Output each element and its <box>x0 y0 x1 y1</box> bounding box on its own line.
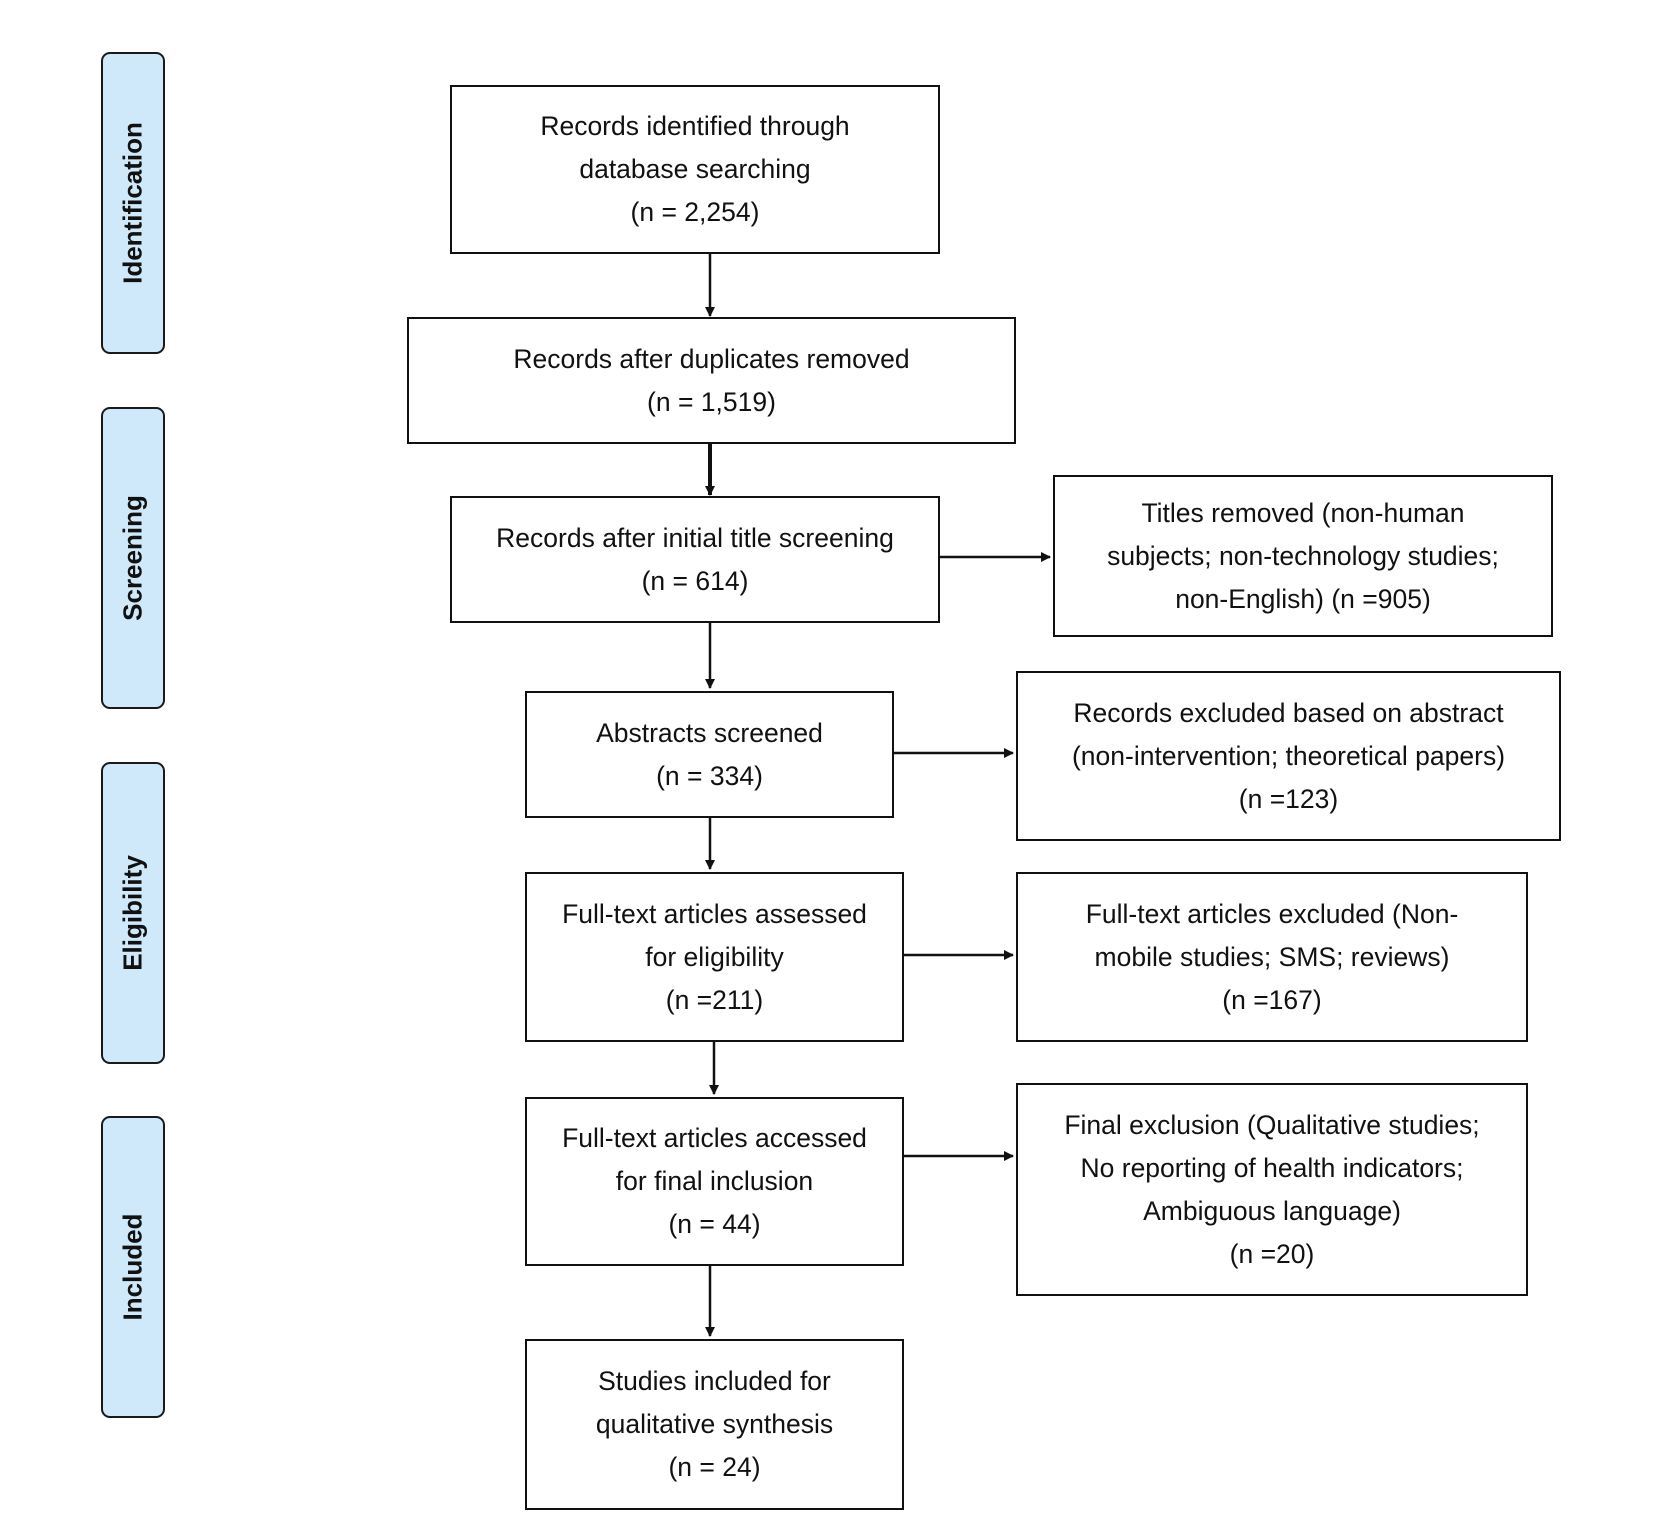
stage-included: Included <box>101 1116 165 1418</box>
studies-included-line-2: qualitative synthesis <box>595 1409 834 1439</box>
records-identified-line-2: database searching <box>579 154 811 184</box>
stage-eligibility: Eligibility <box>101 762 165 1064</box>
titles-removed-box: Titles removed (non-human subjects; non-… <box>1053 475 1553 637</box>
fulltext-excluded-box: Full-text articles excluded (Non- mobile… <box>1016 872 1528 1042</box>
titles-removed-line-1: Titles removed (non-human <box>1141 497 1465 528</box>
title-screening-count: (n = 614) <box>641 565 749 596</box>
fulltext-assessed-line-1: Full-text articles assessed <box>562 898 867 929</box>
stage-identification: Identification <box>101 52 165 354</box>
duplicates-removed-line-1: Records after duplicates removed <box>513 343 910 374</box>
studies-included-count: (n = 24) <box>668 1452 761 1482</box>
records-identified-count: (n = 2,254) <box>630 197 760 227</box>
fulltext-assessed-count: (n =211) <box>665 984 764 1015</box>
abstracts-screened-box: Abstracts screened (n = 334) <box>525 691 894 818</box>
studies-included-line-1: Studies included for <box>598 1366 831 1396</box>
final-exclusion-count: (n =20) <box>1229 1238 1315 1269</box>
final-exclusion-box: Final exclusion (Qualitative studies; No… <box>1016 1083 1528 1296</box>
records-identified-line-1: Records identified through <box>540 111 850 141</box>
stage-screening-label: Screening <box>117 495 148 621</box>
fulltext-assessed-line-2: for eligibility <box>645 941 784 972</box>
stage-included-label: Included <box>117 1213 148 1321</box>
abstract-excluded-count: (n =123) <box>1238 783 1339 814</box>
abstracts-screened-line-1: Abstracts screened <box>596 717 823 748</box>
titles-removed-line-2: subjects; non-technology studies; <box>1107 540 1499 571</box>
duplicates-removed-count: (n = 1,519) <box>647 386 776 417</box>
fulltext-assessed-box: Full-text articles assessed for eligibil… <box>525 872 904 1042</box>
stage-screening: Screening <box>101 407 165 709</box>
abstracts-screened-count: (n = 334) <box>656 760 763 791</box>
abstract-excluded-line-2: (non-intervention; theoretical papers) <box>1071 740 1506 771</box>
stage-identification-label: Identification <box>117 122 148 284</box>
title-screening-line-1: Records after initial title screening <box>496 522 894 553</box>
fulltext-excluded-count: (n =167) <box>1222 984 1322 1015</box>
final-exclusion-line-2: No reporting of health indicators; <box>1080 1152 1464 1183</box>
final-inclusion-count: (n = 44) <box>668 1209 761 1239</box>
title-screening-box: Records after initial title screening (n… <box>450 496 940 623</box>
records-identified-box: Records identified through database sear… <box>450 85 940 254</box>
duplicates-removed-box: Records after duplicates removed (n = 1,… <box>407 317 1016 444</box>
final-exclusion-line-3: Ambiguous language) <box>1143 1195 1401 1226</box>
abstract-excluded-line-1: Records excluded based on abstract <box>1073 697 1504 728</box>
final-exclusion-line-1: Final exclusion (Qualitative studies; <box>1064 1109 1480 1140</box>
final-inclusion-line-2: for final inclusion <box>615 1166 814 1196</box>
abstract-excluded-box: Records excluded based on abstract (non-… <box>1016 671 1561 841</box>
fulltext-excluded-line-2: mobile studies; SMS; reviews) <box>1094 941 1450 972</box>
titles-removed-line-3: non-English) (n =905) <box>1175 583 1431 614</box>
studies-included-box: Studies included for qualitative synthes… <box>525 1339 904 1510</box>
fulltext-excluded-line-1: Full-text articles excluded (Non- <box>1085 898 1459 929</box>
stage-eligibility-label: Eligibility <box>117 855 148 971</box>
final-inclusion-line-1: Full-text articles accessed <box>562 1123 867 1153</box>
final-inclusion-box: Full-text articles accessed for final in… <box>525 1097 904 1266</box>
